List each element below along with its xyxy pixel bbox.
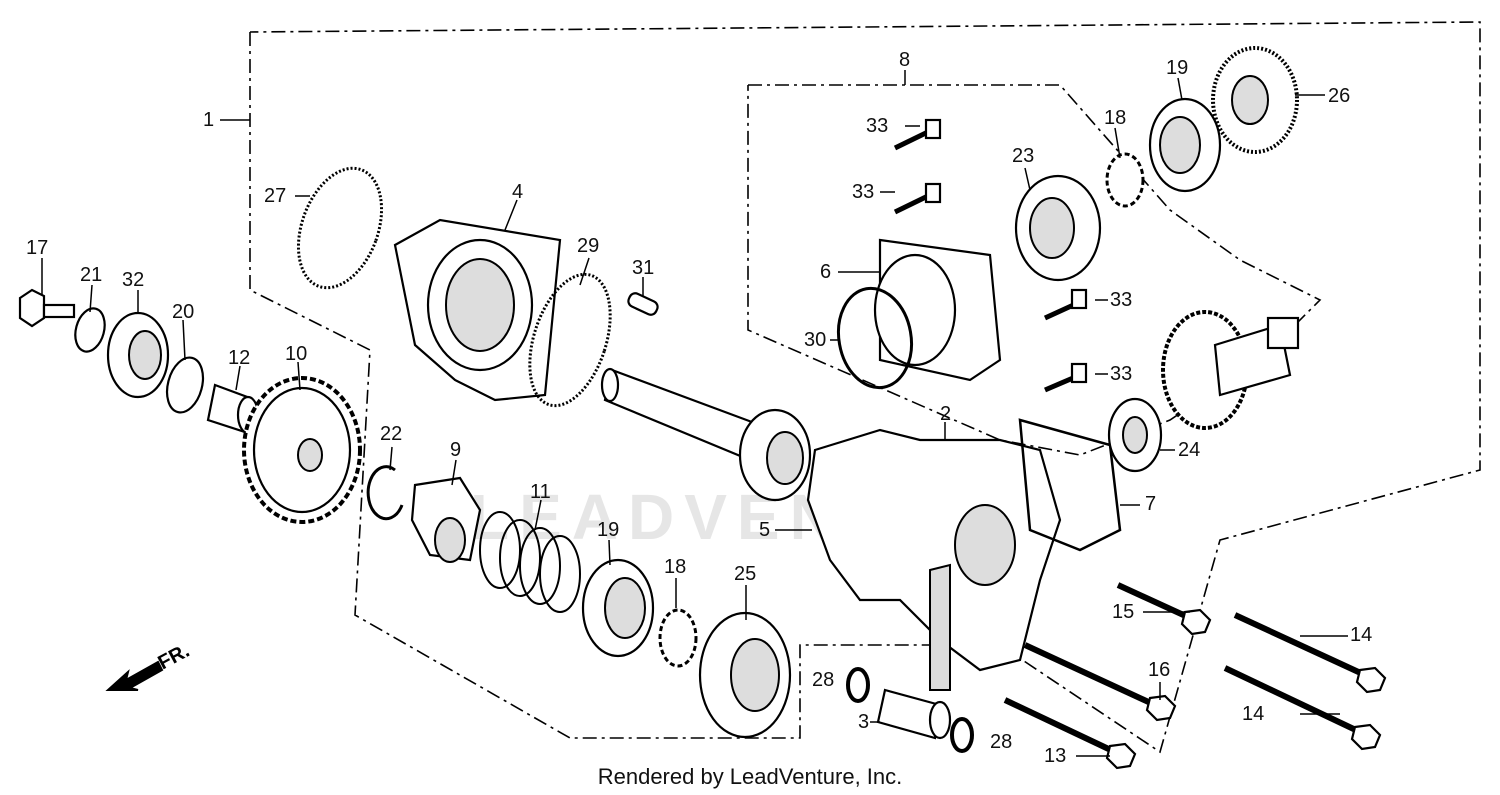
callout-21[interactable]: 21: [80, 264, 103, 286]
bolt-33-d: [1044, 362, 1088, 393]
gasket-27: [296, 166, 384, 290]
callout-33b[interactable]: 33: [852, 181, 875, 203]
washer-21: [74, 307, 106, 353]
callout-26[interactable]: 26: [1328, 85, 1351, 107]
callout-27[interactable]: 27: [264, 185, 287, 207]
callout-19b[interactable]: 19: [597, 519, 620, 541]
ring-gear: [1161, 310, 1300, 430]
bolt-33-c: [1043, 288, 1088, 321]
bolt-33-a: [893, 118, 942, 151]
callout-32[interactable]: 32: [122, 269, 145, 291]
cam-9: [410, 476, 482, 563]
gasket-7: [1018, 418, 1122, 552]
spring-11: [479, 511, 581, 613]
callout-4[interactable]: 4: [512, 181, 524, 203]
bearing-23: [1014, 174, 1102, 282]
nut-18-upper: [1105, 152, 1145, 208]
bearing-24: [1107, 397, 1163, 473]
seal-26: [1211, 46, 1299, 154]
bolt-14-b: [1223, 665, 1382, 751]
assembly-1-outline: [249, 21, 1481, 754]
front-arrow: [105, 660, 164, 691]
callout-1[interactable]: 1: [203, 109, 215, 131]
bolt-13: [1003, 697, 1137, 770]
gasket-29: [528, 272, 612, 408]
leader-lines: [41, 70, 1348, 757]
callout-2[interactable]: 2: [940, 403, 952, 425]
bolt-16: [1023, 642, 1177, 722]
callout-33a[interactable]: 33: [866, 115, 889, 137]
callout-23[interactable]: 23: [1012, 145, 1035, 167]
bolt-17: [18, 288, 76, 328]
final-gear-case-2: [806, 428, 1062, 691]
callout-30[interactable]: 30: [804, 329, 827, 351]
callout-5[interactable]: 5: [759, 519, 771, 541]
callout-7[interactable]: 7: [1145, 493, 1157, 515]
callout-10[interactable]: 10: [285, 343, 308, 365]
callout-3[interactable]: 3: [858, 711, 870, 733]
o-ring-28-b: [950, 717, 974, 753]
pinion-shaft: [600, 367, 812, 502]
callout-29[interactable]: 29: [577, 235, 600, 257]
callout-22[interactable]: 22: [380, 423, 403, 445]
callout-11[interactable]: 11: [530, 481, 551, 503]
circlip-22: [366, 465, 404, 521]
callout-18a[interactable]: 18: [1104, 107, 1127, 129]
callout-8[interactable]: 8: [899, 49, 911, 71]
callout-28b[interactable]: 28: [990, 731, 1013, 753]
callout-15[interactable]: 15: [1112, 601, 1135, 623]
callout-13[interactable]: 13: [1044, 745, 1067, 767]
bolt-14-a: [1233, 612, 1387, 694]
callout-25[interactable]: 25: [734, 563, 757, 585]
o-ring-30: [836, 286, 914, 390]
callout-14a[interactable]: 14: [1350, 624, 1373, 646]
gear-10: [242, 376, 362, 524]
callout-9[interactable]: 9: [450, 439, 462, 461]
pin-31: [627, 292, 659, 316]
callout-16[interactable]: 16: [1148, 659, 1171, 681]
o-ring-28-a: [846, 667, 870, 703]
callout-33d[interactable]: 33: [1110, 363, 1133, 385]
bearing-25: [698, 611, 792, 739]
callout-31[interactable]: 31: [632, 257, 655, 279]
callout-6[interactable]: 6: [820, 261, 832, 283]
callout-24[interactable]: 24: [1178, 439, 1201, 461]
sleeve-3: [876, 688, 952, 740]
nut-18-lower: [658, 608, 698, 668]
callout-20[interactable]: 20: [172, 301, 195, 323]
credit-text: Rendered by LeadVenture, Inc.: [597, 764, 903, 789]
callout-17[interactable]: 17: [26, 237, 49, 259]
bearing-holder-6: [873, 238, 1002, 382]
housing-4: [393, 218, 562, 402]
callout-12[interactable]: 12: [228, 347, 251, 369]
seal-19-upper: [1148, 97, 1222, 193]
callout-14b[interactable]: 14: [1242, 703, 1265, 725]
seal-19-lower: [581, 558, 655, 658]
bearing-32: [106, 311, 170, 399]
callout-19a[interactable]: 19: [1166, 57, 1189, 79]
washer-20: [165, 356, 205, 414]
callout-33c[interactable]: 33: [1110, 289, 1133, 311]
callout-28a[interactable]: 28: [812, 669, 835, 691]
callout-18b[interactable]: 18: [664, 556, 687, 578]
bolt-33-b: [893, 182, 942, 215]
